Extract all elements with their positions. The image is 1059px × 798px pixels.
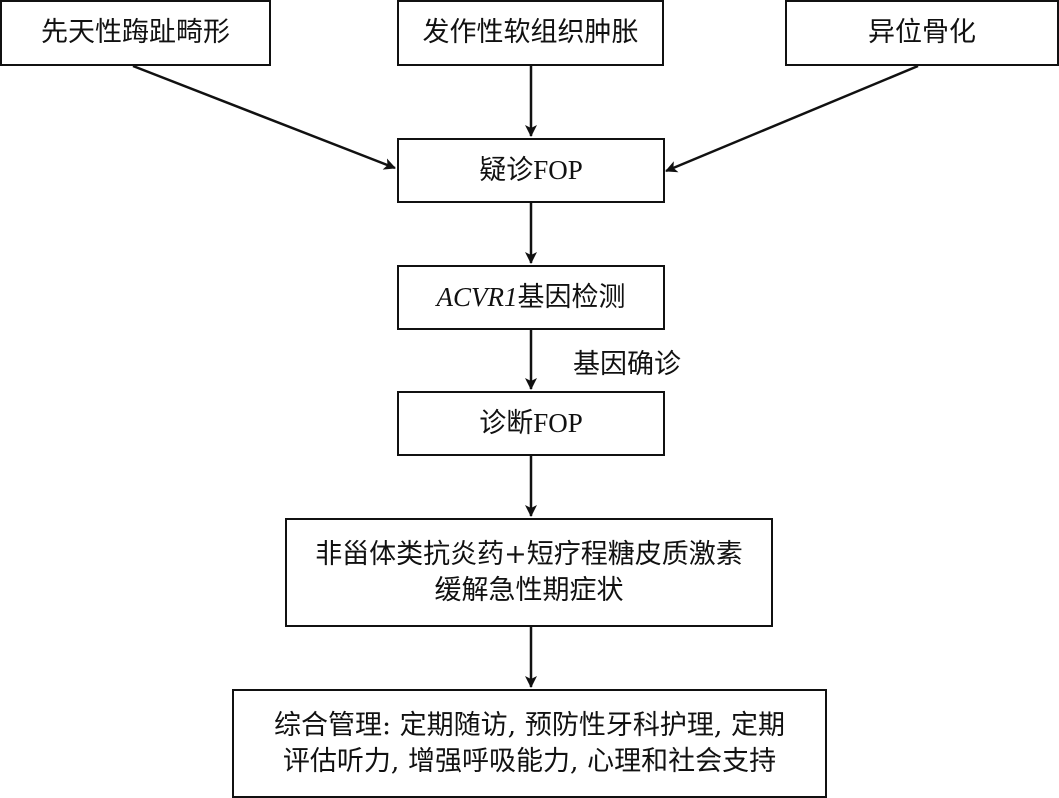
node-text: 异位骨化 [868, 17, 976, 48]
node-text-line2: 评估听力, 增强呼吸能力, 心理和社会支持 [282, 745, 777, 777]
node-acvr1-gene-test: ACVR1基因检测 [397, 265, 665, 330]
node-text: 发作性软组织肿胀 [422, 17, 639, 48]
node-text: 诊断FOP [479, 408, 583, 439]
node-soft-tissue-swelling: 发作性软组织肿胀 [397, 0, 664, 66]
node-text-line1: 非甾体类抗炎药+短疗程糖皮质激素 [315, 538, 743, 570]
node-comprehensive-management: 综合管理: 定期随访, 预防性牙科护理, 定期 评估听力, 增强呼吸能力, 心理… [232, 689, 827, 798]
node-congenital-toe-deformity: 先天性踇趾畸形 [0, 0, 271, 66]
node-text: ACVR1基因检测 [436, 282, 626, 313]
node-text-line1: 综合管理: 定期随访, 预防性牙科护理, 定期 [273, 709, 785, 741]
node-acute-treatment: 非甾体类抗炎药+短疗程糖皮质激素 缓解急性期症状 [285, 518, 773, 627]
node-heterotopic-ossification: 异位骨化 [785, 0, 1059, 66]
node-suspected-fop: 疑诊FOP [397, 138, 665, 203]
node-text-line2: 缓解急性期症状 [434, 574, 624, 606]
arrow-congenital-to-suspected [132, 64, 396, 170]
edge-label-gene-confirmed: 基因确诊 [573, 349, 681, 380]
node-text: 疑诊FOP [479, 155, 583, 186]
node-diagnosis-fop: 诊断FOP [397, 391, 665, 456]
node-text: 先天性踇趾畸形 [41, 17, 230, 48]
arrow-heterotopic-to-suspected [665, 64, 919, 173]
